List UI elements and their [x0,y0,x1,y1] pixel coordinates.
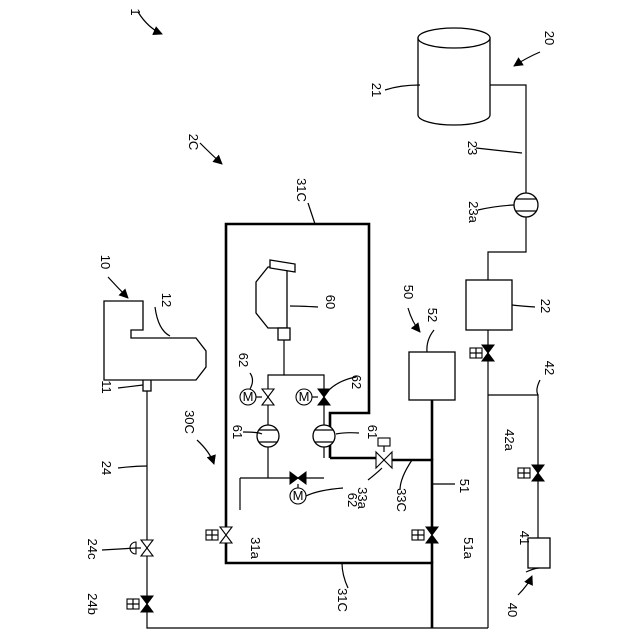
label-62-right: 62 [349,375,364,389]
label-23: 23 [465,141,480,155]
motor-62-left: M [240,389,262,405]
label-24b: 24b [85,593,100,615]
label-42: 42 [542,361,557,375]
label-40: 40 [505,603,520,617]
boiler-12 [104,301,206,380]
valve-42a [532,465,544,481]
device-60 [256,260,295,340]
pipe-24 [147,390,488,628]
label-24c: 24c [85,539,100,560]
label-51a: 51a [461,537,476,559]
motor-62-bottom: M [290,484,306,504]
actuator-31a [206,530,218,540]
svg-text:M: M [293,488,304,503]
valve-62-right [318,389,330,405]
label-1: 1 [128,8,143,15]
label-11: 11 [99,380,114,394]
pump-61-left [257,425,279,447]
unit-52 [409,352,455,400]
label-31c-bottom: 31C [335,588,350,612]
label-62-bottom: 62 [345,493,360,507]
actuator-24b [127,599,139,609]
label-41: 41 [517,531,532,545]
label-50: 50 [401,285,416,299]
valve-62-bottom [290,472,306,484]
label-23a: 23a [466,201,481,223]
leader-lines [102,85,540,588]
label-24: 24 [99,461,114,475]
valve-51a [426,527,438,543]
pipe-42 [488,395,538,538]
label-21: 21 [369,83,384,97]
svg-text:M: M [243,389,254,404]
label-51: 51 [457,479,472,493]
pipe-23 [488,85,526,280]
valve-33a [376,438,392,468]
label-31c-top: 31C [294,178,309,202]
valve-24b [141,596,153,612]
actuator-main [470,348,482,358]
label-62-left: 62 [236,353,251,367]
valve-62-left [262,389,274,405]
valve-main [482,345,494,361]
actuator-42a [518,468,530,478]
label-31a: 31a [248,537,263,559]
label-2c: 2C [186,134,201,151]
actuator-51a [412,530,424,540]
tank-21 [418,28,490,125]
label-61-left: 61 [230,425,245,439]
label-30c: 30C [182,410,197,434]
label-52: 52 [425,308,440,322]
label-10: 10 [98,255,113,269]
pump-61-right [313,425,335,447]
label-33c: 33C [394,488,409,512]
svg-text:M: M [299,389,310,404]
label-20: 20 [542,31,557,45]
inner-pipe-a [268,340,284,478]
label-61-right: 61 [365,425,380,439]
label-12: 12 [159,293,174,307]
pipe-33c [330,458,378,462]
unit-22 [466,280,512,330]
pump-23a [514,193,538,217]
label-42a: 42a [502,429,517,451]
label-60: 60 [323,295,338,309]
motor-62-right: M [296,389,318,405]
label-22: 22 [538,299,553,313]
valve-31a [220,527,232,543]
